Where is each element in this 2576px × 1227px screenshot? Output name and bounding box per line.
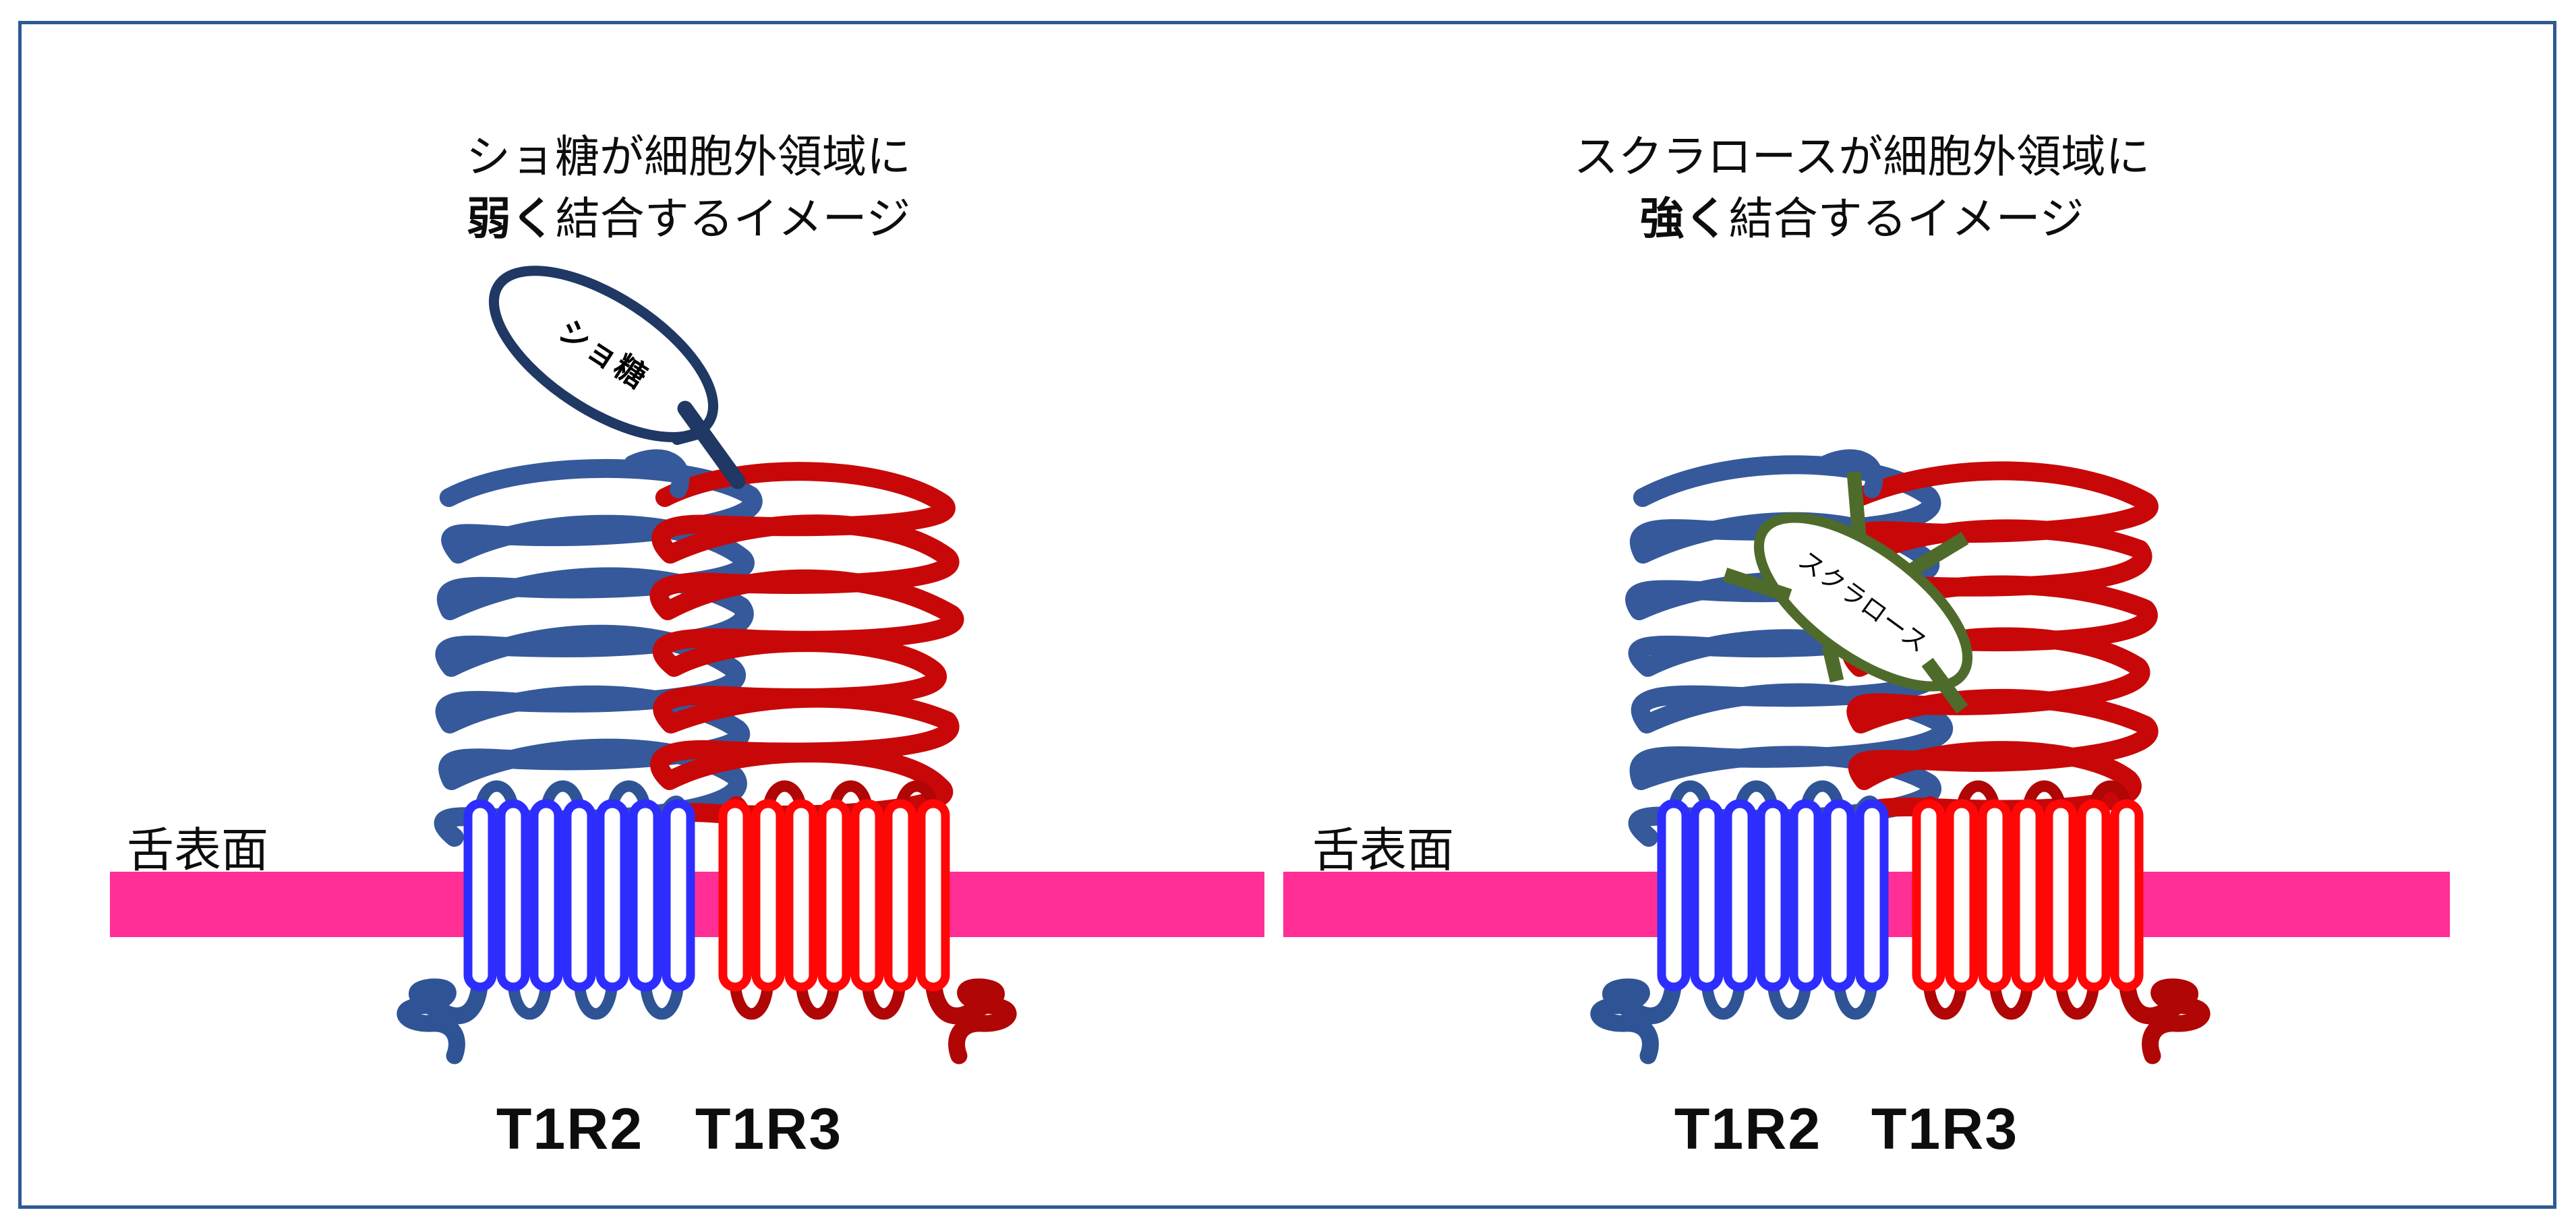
title-sucrose-bold: 弱く — [466, 193, 556, 244]
panel-sucralose-drawing: スクラロース — [1590, 449, 2211, 1065]
t1r3-label-left: T1R3 — [695, 1097, 843, 1162]
title-sucralose-line1: スクラロースが細胞外領域に — [1573, 131, 2150, 181]
title-sucralose-bold: 強く — [1639, 193, 1729, 244]
tongue-surface-label-right: 舌表面 — [1312, 824, 1454, 876]
t1r2-label-right: T1R2 — [1674, 1097, 1822, 1162]
title-sucralose-rest: 結合するイメージ — [1728, 193, 2084, 244]
panel-sucrose-drawing: ショ糖 — [397, 266, 1017, 1065]
t1r3-label-right: T1R3 — [1871, 1097, 2019, 1162]
outer-border-frame — [18, 21, 2556, 1209]
title-sucralose-line2: 強く結合するイメージ — [1525, 187, 2199, 249]
title-sucrose-line2: 弱く結合するイメージ — [351, 187, 1026, 249]
title-sucralose: スクラロースが細胞外領域に 強く結合するイメージ — [1525, 125, 2199, 250]
title-sucrose-rest: 結合するイメージ — [555, 193, 911, 244]
title-sucrose-line1: ショ糖が細胞外領域に — [466, 131, 911, 181]
tongue-surface-label-left: 舌表面 — [127, 824, 268, 876]
title-sucrose: ショ糖が細胞外領域に 弱く結合するイメージ — [351, 125, 1026, 250]
t1r2-label-left: T1R2 — [496, 1097, 644, 1162]
